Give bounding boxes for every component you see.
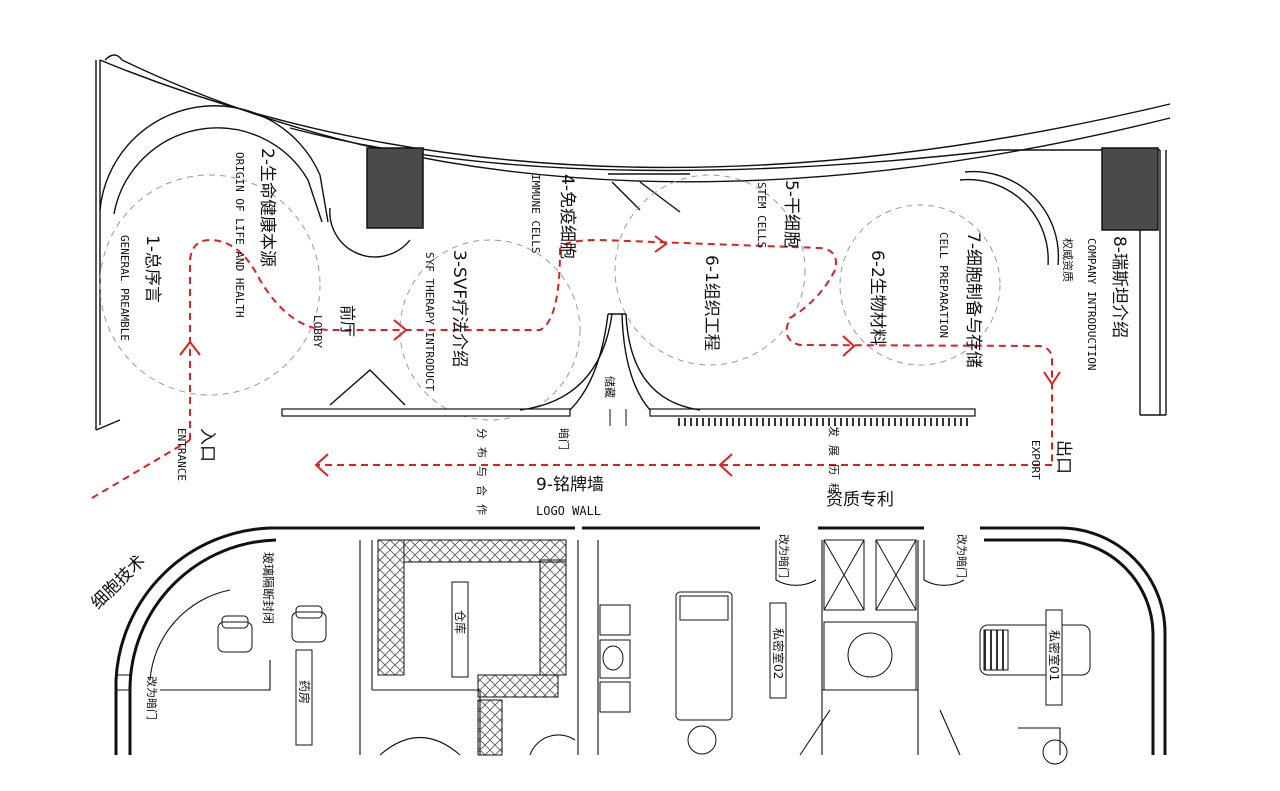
zone-7-subtitle: CELL PREPARATION [937, 232, 950, 338]
structural-column [1101, 147, 1159, 231]
change-hidden-door-label-1: 改为暗门 [777, 534, 791, 578]
lower-interior [116, 540, 1061, 756]
history-label: 发展历程 [827, 426, 841, 502]
lobby-label: 前厅 [338, 305, 357, 337]
pharmacy-label: 药房 [297, 680, 312, 704]
zone-1-subtitle: GENERAL PREAMBLE [118, 235, 131, 341]
structural-column [366, 147, 424, 229]
zone-2-title: 2-生命健康本源 [257, 148, 277, 267]
distribution-label: 分布与合作 [475, 428, 489, 523]
exit-subtitle: EXPORT [1029, 440, 1042, 480]
zone-6-2-title: 6-2生物材料 [867, 250, 887, 346]
lobby-subtitle: LOBBY [311, 315, 324, 348]
zone-5-subtitle: STEM CELLS [755, 182, 768, 248]
zone-circles [99, 174, 1001, 421]
private-room-02-label: 私密室02 [771, 628, 786, 679]
warehouse-label: 仓库 [453, 610, 468, 634]
outer-wall [95, 54, 1171, 431]
visitor-route [91, 238, 1053, 499]
zone-8-subtitle: COMPANY INTRODUCTION [1085, 238, 1098, 370]
zone-3-subtitle: SYF THERAPY INTRODUCT [423, 252, 436, 391]
zone-2-subtitle: ORIGIN OF LIFE AND HEALTH [233, 152, 246, 318]
storage-label: 储藏 [603, 376, 617, 398]
partition-walls [99, 105, 1060, 406]
zone-9-title: 9-铭牌墙 [536, 475, 604, 495]
qualification-patent-label: 资质专利 [826, 490, 894, 510]
hidden-door-label: 暗门 [557, 428, 571, 450]
glass-partition-label: 玻璃隔断封闭 [261, 552, 276, 624]
change-hidden-door-label-2: 改为暗门 [955, 534, 969, 578]
route-arrows [179, 235, 1061, 477]
room-tags [295, 581, 1063, 746]
zone-8-title: 8-瑞斯坦介绍 [1109, 236, 1129, 338]
private-room-01-label: 私密室01 [1047, 630, 1062, 681]
zone-8-note: 权威资质 [1061, 238, 1074, 282]
zone-3-title: 3-SVF疗法介绍 [449, 250, 469, 367]
zone-6-1-title: 6-1组织工程 [701, 255, 721, 351]
zone-7-title: 7-细胞制备与存储 [963, 232, 983, 368]
zone-9-subtitle: LOGO WALL [536, 504, 601, 518]
display-wall [281, 313, 976, 426]
zone-4-title: 4-免疫细胞 [557, 174, 577, 259]
exit-label: 出口 [1053, 440, 1073, 474]
change-hidden-door-label-3: 改为暗门 [145, 676, 159, 720]
lower-walls [114, 526, 1167, 755]
zone-1-title: 1-总序言 [142, 235, 162, 303]
entrance-label: 入口 [197, 428, 217, 462]
zone-5-title: 5-干细胞 [781, 180, 801, 248]
furniture [217, 591, 1091, 765]
zone-4-subtitle: IMMUNE CELLS [529, 174, 542, 253]
entrance-subtitle: ENTRANCE [175, 428, 188, 481]
warehouse-shelves [377, 539, 917, 756]
